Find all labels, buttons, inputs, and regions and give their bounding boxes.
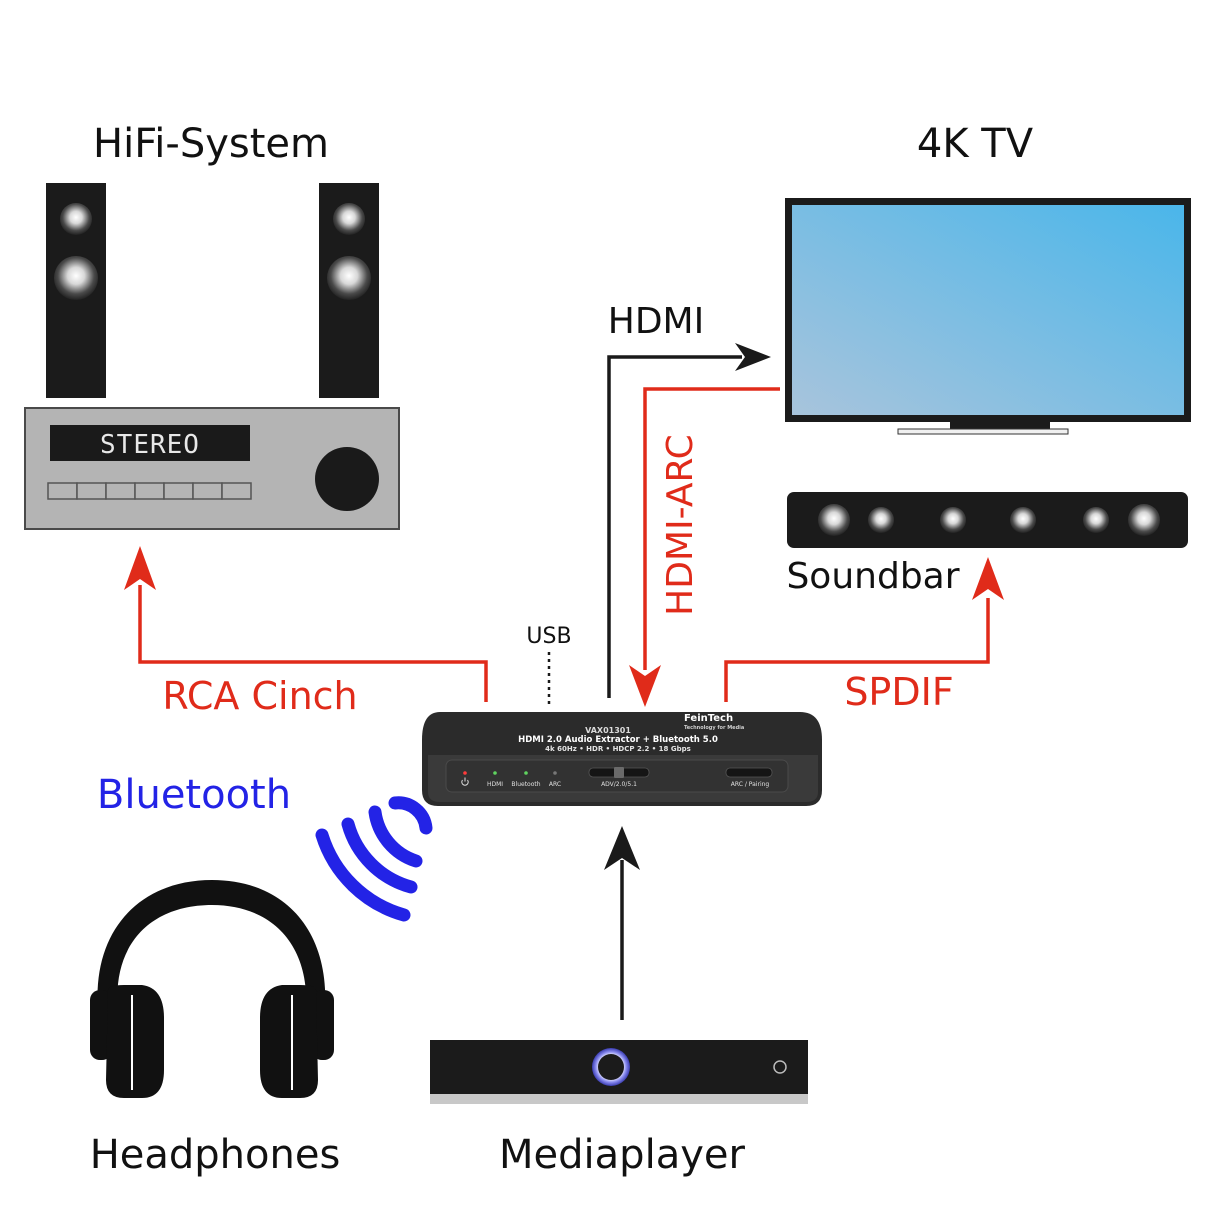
mediaplayer-indicator [773,1060,787,1074]
bluetooth-led-label: Bluetooth [511,781,540,788]
hdmi-arc-connection [629,387,780,707]
volume-knob [315,447,379,511]
usb-label: USB [526,624,571,649]
hifi-system: STEREO [24,183,400,530]
receiver-buttons [47,482,252,500]
mediaplayer [430,1040,808,1104]
extractor-model: VAX01301 [585,726,631,735]
mode-switch-label: ADV/2.0/5.1 [601,781,637,788]
extractor-tagline: Technology for Media [684,725,744,731]
tv-label: 4K TV [917,121,1034,167]
wireless-waves-icon [315,796,433,922]
speaker-right [319,183,379,398]
tv [785,198,1191,435]
mediaplayer-label: Mediaplayer [499,1132,745,1178]
receiver-display: STEREO [100,430,200,460]
speaker-left [46,183,106,398]
soundbar [787,492,1188,548]
hdmi-label: HDMI [608,301,704,342]
hdmi-led-label: HDMI [487,781,503,788]
extractor-brand: FeinTech [684,713,733,724]
spdif-connection [724,557,1004,702]
extractor-specs: 4k 60Hz • HDR • HDCP 2.2 • 18 Gbps [545,745,691,753]
extractor-title: HDMI 2.0 Audio Extractor + Bluetooth 5.0 [518,735,718,745]
hifi-system-label: HiFi-System [93,121,329,167]
arc-pairing-button[interactable] [725,767,773,778]
mediaplayer-connection [604,826,640,1020]
bluetooth-led [524,771,528,775]
arc-led-label: ARC [549,781,561,788]
bluetooth-label: Bluetooth [97,772,291,818]
headphones-icon [90,880,334,1098]
hdmi-led [493,771,497,775]
power-icon[interactable] [461,777,469,786]
hdmi-arc-label: HDMI-ARC [660,434,701,616]
soundbar-label: Soundbar [786,556,959,597]
headphones-label: Headphones [90,1132,341,1178]
spdif-label: SPDIF [844,670,953,714]
arc-pairing-label: ARC / Pairing [731,781,770,788]
stereo-receiver: STEREO [24,407,400,530]
audio-extractor: VAX01301 FeinTech Technology for Media H… [422,712,822,806]
power-led [463,771,467,775]
rca-label: RCA Cinch [162,674,357,718]
arc-led [553,771,557,775]
hdmi-connection [607,343,771,698]
rca-connection [124,546,488,702]
mode-switch[interactable] [588,767,650,778]
